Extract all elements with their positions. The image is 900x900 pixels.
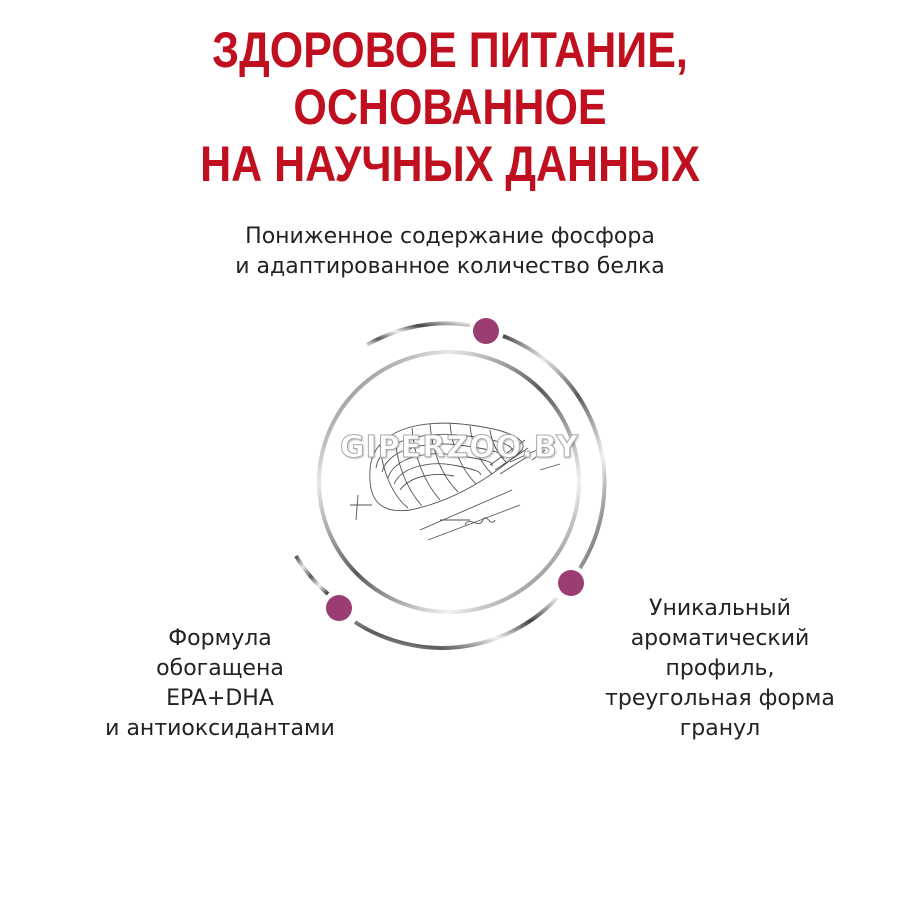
benefit-line: ароматический — [630, 626, 810, 651]
benefit-line: и адаптированное количество белка — [235, 254, 665, 279]
benefit-line: треугольная форма — [605, 686, 835, 711]
benefit-line: Формула — [168, 626, 272, 651]
benefit-line: EPA+DHA — [166, 686, 274, 711]
benefit-line: профиль, — [665, 656, 775, 681]
outer-arc-bottom — [353, 596, 559, 650]
outer-arc-right — [502, 334, 607, 570]
benefit-line: гранул — [679, 716, 761, 741]
headline-line-1: ЗДОРОВОЕ ПИТАНИЕ, ОСНОВАННОЕ — [212, 22, 688, 135]
accent-dot-right — [558, 570, 584, 596]
page-headline: ЗДОРОВОЕ ПИТАНИЕ, ОСНОВАННОЕ НА НАУЧНЫХ … — [63, 22, 837, 193]
kibble-sketch-illustration — [350, 422, 561, 541]
benefit-line: обогащена — [156, 656, 284, 681]
outer-arc-left — [294, 554, 330, 596]
benefit-phosphorus-protein: Пониженное содержание фосфора и адаптиро… — [200, 222, 700, 282]
benefit-line: Пониженное содержание фосфора — [245, 224, 655, 249]
outer-arc-top — [365, 321, 471, 347]
headline-line-2: НА НАУЧНЫХ ДАННЫХ — [200, 136, 700, 192]
accent-dot-top — [473, 318, 499, 344]
benefit-aroma-kibble-shape: Уникальный ароматический профиль, треуго… — [570, 594, 870, 744]
benefit-epa-dha-antioxidants: Формула обогащена EPA+DHA и антиоксидант… — [80, 624, 360, 744]
inner-ring — [317, 350, 581, 614]
benefit-line: и антиоксидантами — [105, 716, 335, 741]
benefit-line: Уникальный — [649, 596, 791, 621]
watermark-text: GIPERZOO.BY — [340, 430, 579, 466]
accent-dot-left — [326, 595, 352, 621]
